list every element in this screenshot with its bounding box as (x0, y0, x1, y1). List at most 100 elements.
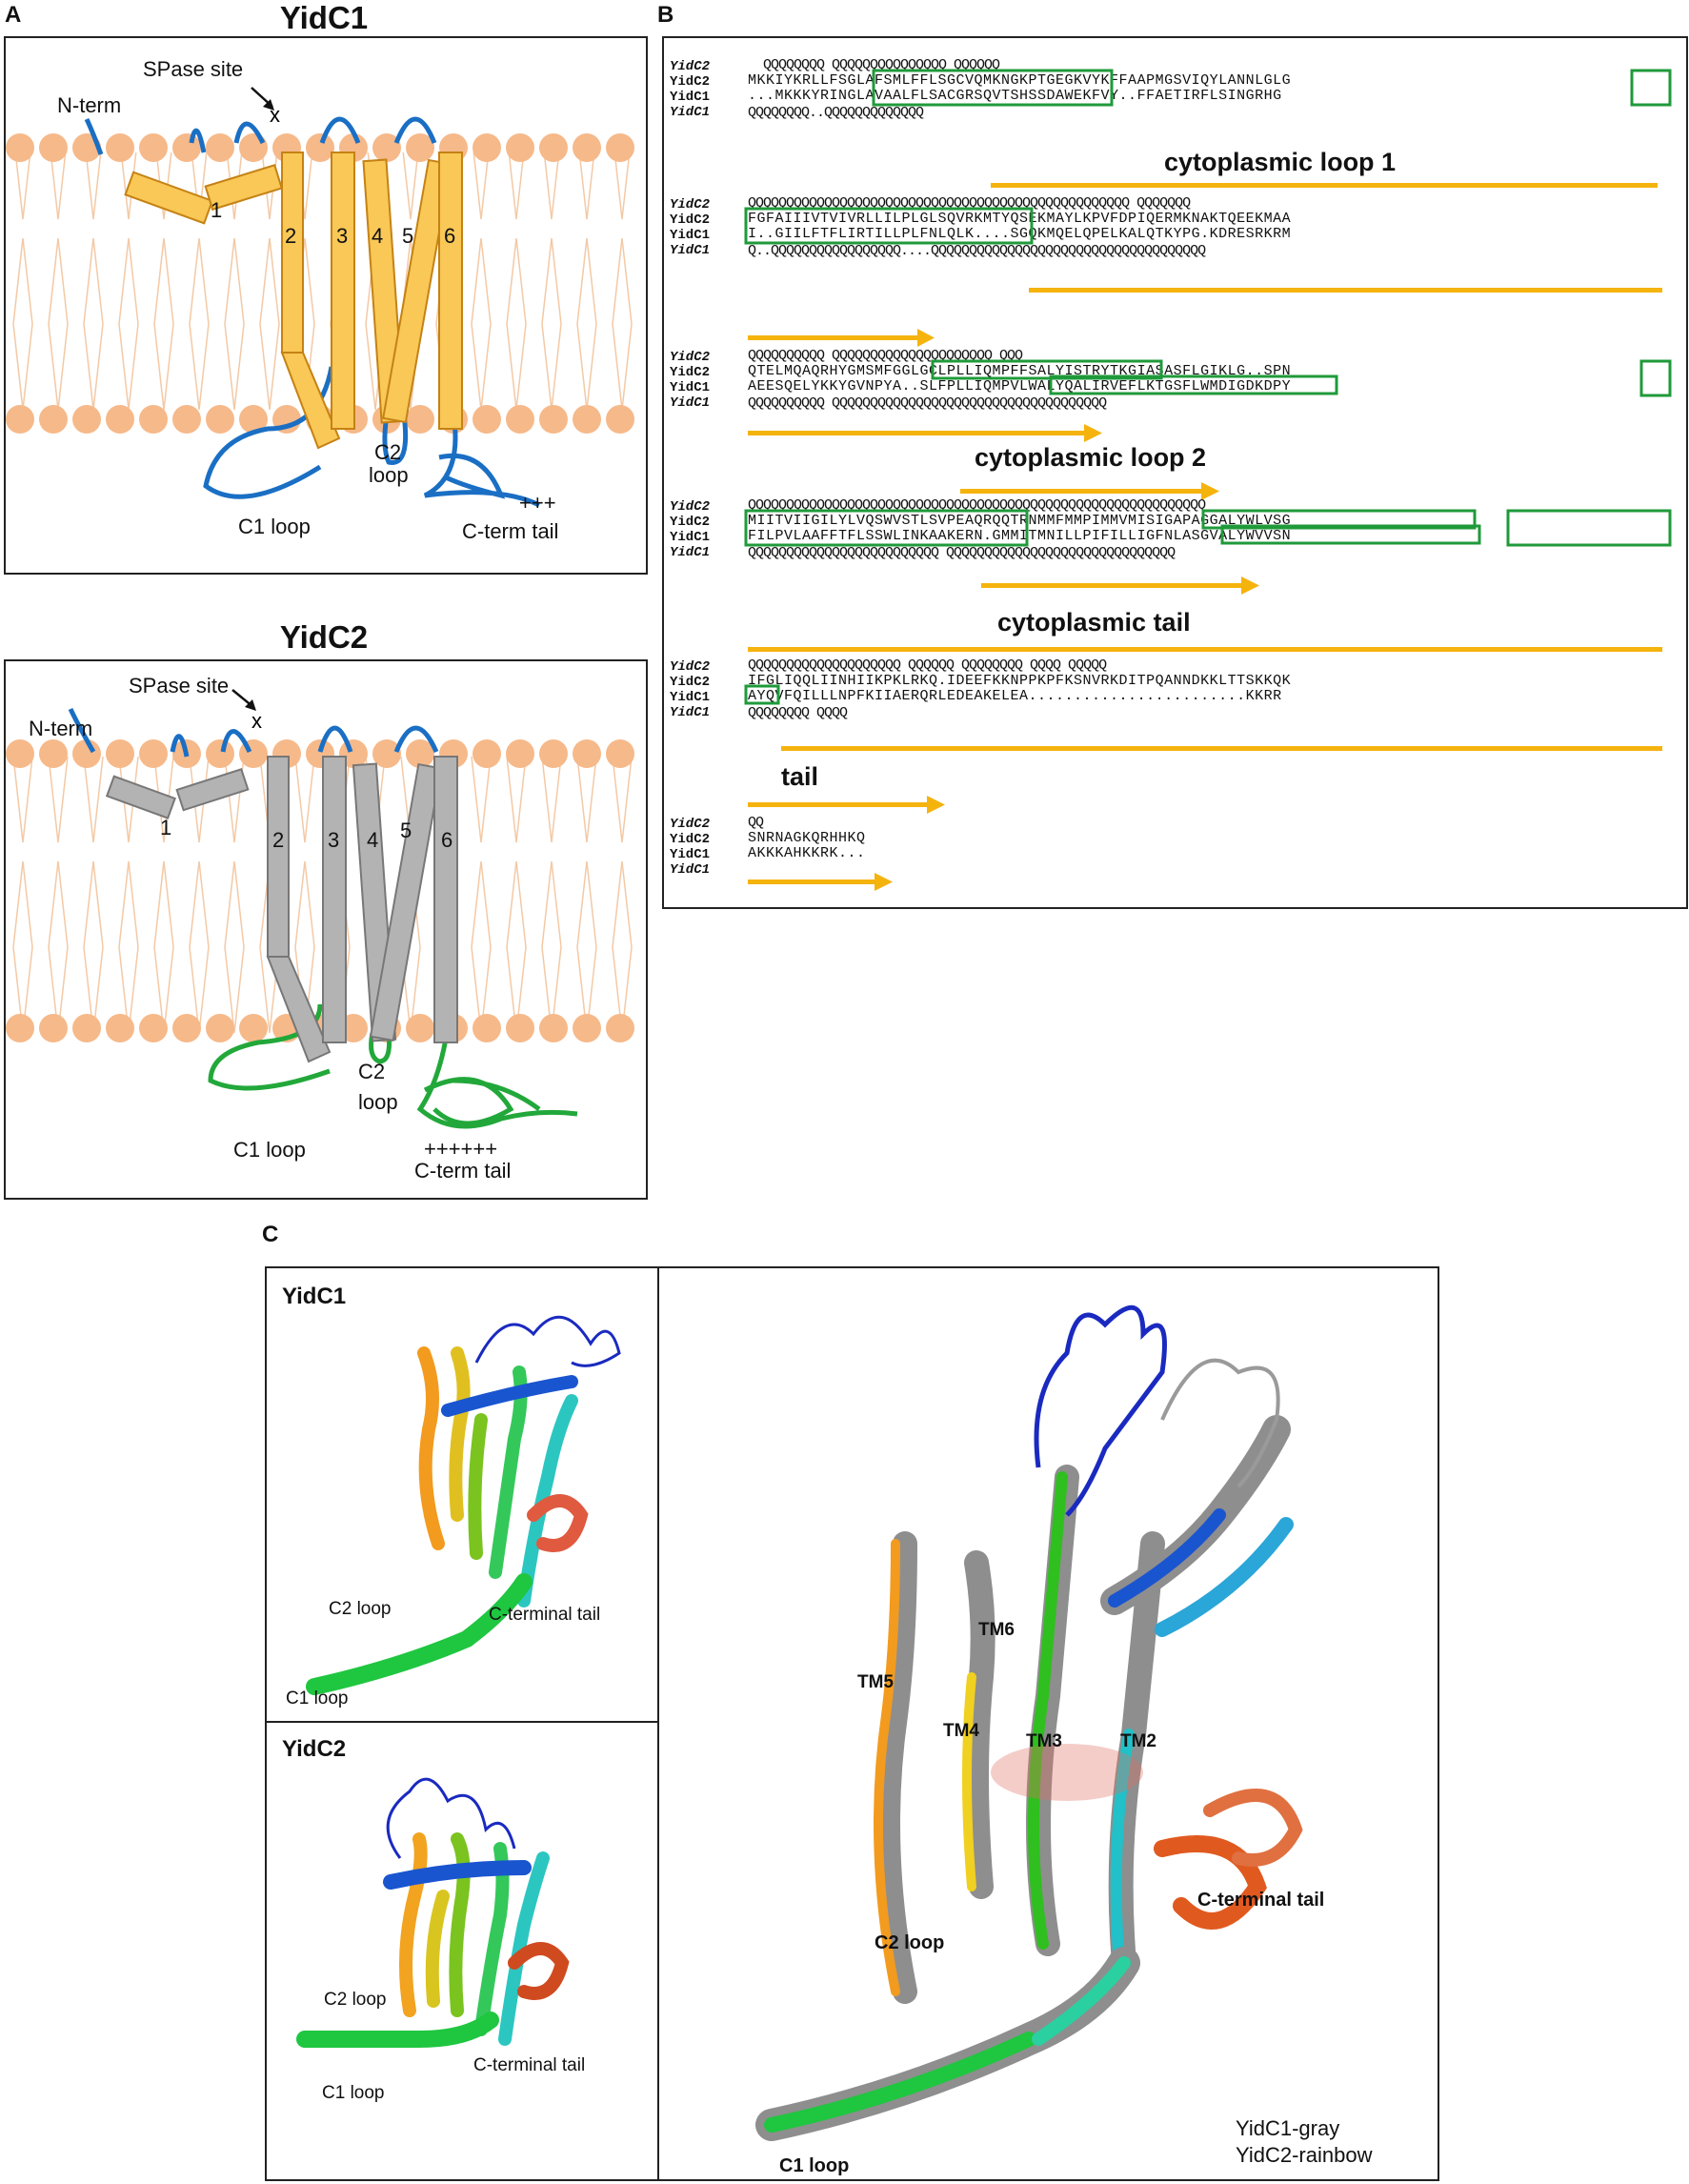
yidc1-sequence: AEESQELYKKYGVNPYA..SLFPLLIQMPVLWALYQALIR… (748, 378, 1292, 394)
strand-arrow-3 (960, 482, 1219, 500)
yidc2-small-c1-loop: C1 loop (322, 2083, 385, 2103)
row-label-yidc2-ss: YidC2 (670, 197, 711, 212)
yidc2-spase-label: SPase site (129, 674, 230, 698)
row-label-yidc2-ss: YidC2 (670, 59, 711, 74)
yidc2-sequence: IFGLIQQLIINHIIKPKLRKQ.IDEEFKKNPPKPFKSNVR… (748, 673, 1292, 689)
yidc2-small-cterm-tail: C-terminal tail (473, 2055, 586, 2075)
strand-arrow-1 (748, 329, 935, 347)
yidc2-title: YidC2 (279, 619, 369, 655)
label-tm3: TM3 (1026, 1731, 1062, 1751)
yidc1-helix-coils: QQQQQQQQQQ QQQQQQQQQQQQQQQQQQQQQQQQQQQQQ… (748, 395, 1107, 412)
yidc2-c2-loop-line2: loop (358, 1090, 398, 1114)
yidc1-topology-panel: 1 2 3 4 5 6 x (4, 36, 648, 575)
yidc2-cterm-label: C-term tail (414, 1159, 512, 1183)
yidc1-loops (84, 116, 541, 508)
helix-3-label: 3 (336, 224, 348, 248)
row-label-yidc1-ss: YidC1 (670, 243, 711, 258)
spase-cut-mark: x (270, 103, 280, 127)
panel-letter-a: A (5, 2, 22, 28)
yidc2-sequence: MIITVIIGILYLVQSWVSTLSVPEAQRQQTRNMMFMMPIM… (748, 513, 1292, 529)
helix-4-label: 4 (372, 224, 383, 248)
row-label-yidc1-ss: YidC1 (670, 395, 711, 411)
yidc1-cterm-label: C-term tail (462, 519, 559, 543)
helix-2-label: 2 (285, 224, 296, 248)
yidc2-ribbon-structure (296, 1777, 570, 2048)
helix-1-label: 1 (160, 816, 171, 839)
tail-arrow-top (748, 796, 945, 814)
cytoplasmic-tail-bar-bottom (781, 746, 1662, 751)
yidc1-charges: +++ (519, 491, 556, 515)
row-label-yidc2-ss: YidC2 (670, 659, 711, 675)
yidc2-c2-loop-line1: C2 (358, 1060, 386, 1083)
yidc2-sequence: SNRNAGKQRHHKQ (748, 830, 866, 846)
yidc1-topology-diagram: 1 2 3 4 5 6 x (6, 87, 646, 508)
yidc1-small-c2-loop: C2 loop (329, 1599, 392, 1619)
yidc1-nterm-label: N-term (57, 93, 122, 117)
yidc2-helix-coils: QQ (748, 815, 764, 831)
row-label-yidc1: YidC1 (670, 530, 711, 545)
lipid-heads-top (6, 739, 634, 768)
yidc2-topology-diagram: 1 2 3 4 5 6 x (6, 689, 646, 1129)
structure-yidc2-title: YidC2 (282, 1736, 347, 1762)
block-3-boxes (931, 359, 1672, 397)
tail-arrow-bottom (748, 873, 893, 891)
block-5-boxes (744, 684, 780, 705)
helix-5-label: 5 (400, 819, 412, 842)
spase-arrowhead (245, 699, 256, 711)
helix-1-label: 1 (211, 198, 222, 222)
row-label-yidc1-ss: YidC1 (670, 705, 711, 720)
label-c2-loop: C2 loop (875, 1932, 945, 1953)
row-label-yidc1: YidC1 (670, 90, 711, 105)
yidc1-helix-coils: QQQQQQQQ QQQQ (748, 705, 848, 721)
block-4-boxes (744, 509, 1672, 547)
yidc2-sequence: FGFAIIIVTVIVRLLILPLGLSQVRKMTYQSEKMAYLKPV… (748, 211, 1292, 227)
block-1-boxes (872, 69, 1672, 107)
yidc2-nterm-label: N-term (29, 717, 93, 740)
label-tm6: TM6 (978, 1620, 1015, 1640)
helix-4-label: 4 (367, 828, 378, 852)
yidc1-c1-loop-label: C1 loop (238, 515, 311, 538)
yidc1-small-cterm-tail: C-terminal tail (489, 1605, 601, 1625)
yidc1-ribbon-structure (306, 1315, 621, 1695)
row-label-yidc1: YidC1 (670, 690, 711, 705)
yidc1-helices (124, 152, 463, 450)
yidc1-helix-coils: QQQQQQQQQQQQQQQQQQQQQQQQQ QQQQQQQQQQQQQQ… (748, 545, 1176, 561)
region-cytoplasmic-loop-1: cytoplasmic loop 1 (1164, 148, 1397, 176)
row-label-yidc2: YidC2 (670, 675, 711, 690)
label-tm4: TM4 (943, 1721, 979, 1741)
panel-letter-c: C (262, 1222, 279, 1247)
yidc1-title: YidC1 (279, 0, 369, 35)
structure-divider-vertical (657, 1266, 659, 2181)
yidc1-sequence: ...MKKKYRINGLAVAALFLSACGRSQVTSHSSDAWEKFV… (748, 88, 1282, 104)
yidc2-topology-panel: 1 2 3 4 5 6 x (4, 659, 648, 1200)
region-tail: tail (781, 762, 819, 791)
region-cytoplasmic-tail: cytoplasmic tail (997, 608, 1191, 637)
row-label-yidc1-ss: YidC1 (670, 862, 711, 878)
label-tm5: TM5 (857, 1672, 894, 1692)
row-label-yidc1-ss: YidC1 (670, 545, 711, 560)
yidc1-spase-label: SPase site (143, 57, 244, 81)
row-label-yidc2: YidC2 (670, 365, 711, 380)
helix-3-label: 3 (328, 828, 339, 852)
yidc1-sequence: I..GIILFTFLIRTILLPLFNLQLK....SGQKMQELQPE… (748, 226, 1292, 242)
yidc1-c2-loop-line2: loop (369, 463, 409, 487)
yidc2-small-c2-loop: C2 loop (324, 1990, 387, 2010)
legend-yidc2-rainbow: YidC2-rainbow (1236, 2143, 1373, 2167)
yidc1-sequence: AKKKAHKKRK... (748, 845, 866, 861)
cytoplasmic-loop-1-bar-bottom (1029, 288, 1662, 293)
row-label-yidc2: YidC2 (670, 515, 711, 530)
yidc1-helix-coils: Q..QQQQQQQQQQQQQQQQQ....QQQQQQQQQQQQQQQQ… (748, 243, 1206, 259)
strand-arrow-2 (748, 424, 1102, 442)
lipid-heads-top (6, 133, 634, 162)
yidc2-charges: ++++++ (424, 1137, 498, 1161)
yidc2-helices (105, 756, 458, 1063)
row-label-yidc1-ss: YidC1 (670, 105, 711, 120)
cytoplasmic-tail-bar-top (748, 647, 1662, 652)
region-cytoplasmic-loop-2: cytoplasmic loop 2 (975, 443, 1207, 472)
row-label-yidc2: YidC2 (670, 212, 711, 228)
yidc1-small-c1-loop: C1 loop (286, 1689, 349, 1709)
row-label-yidc2-ss: YidC2 (670, 499, 711, 515)
structure-divider-horizontal (265, 1721, 658, 1723)
yidc1-sequence: AYQVFQILLLNPFKIIAERQRLEDEAKELEA.........… (748, 688, 1282, 704)
helix-2-label: 2 (272, 828, 284, 852)
